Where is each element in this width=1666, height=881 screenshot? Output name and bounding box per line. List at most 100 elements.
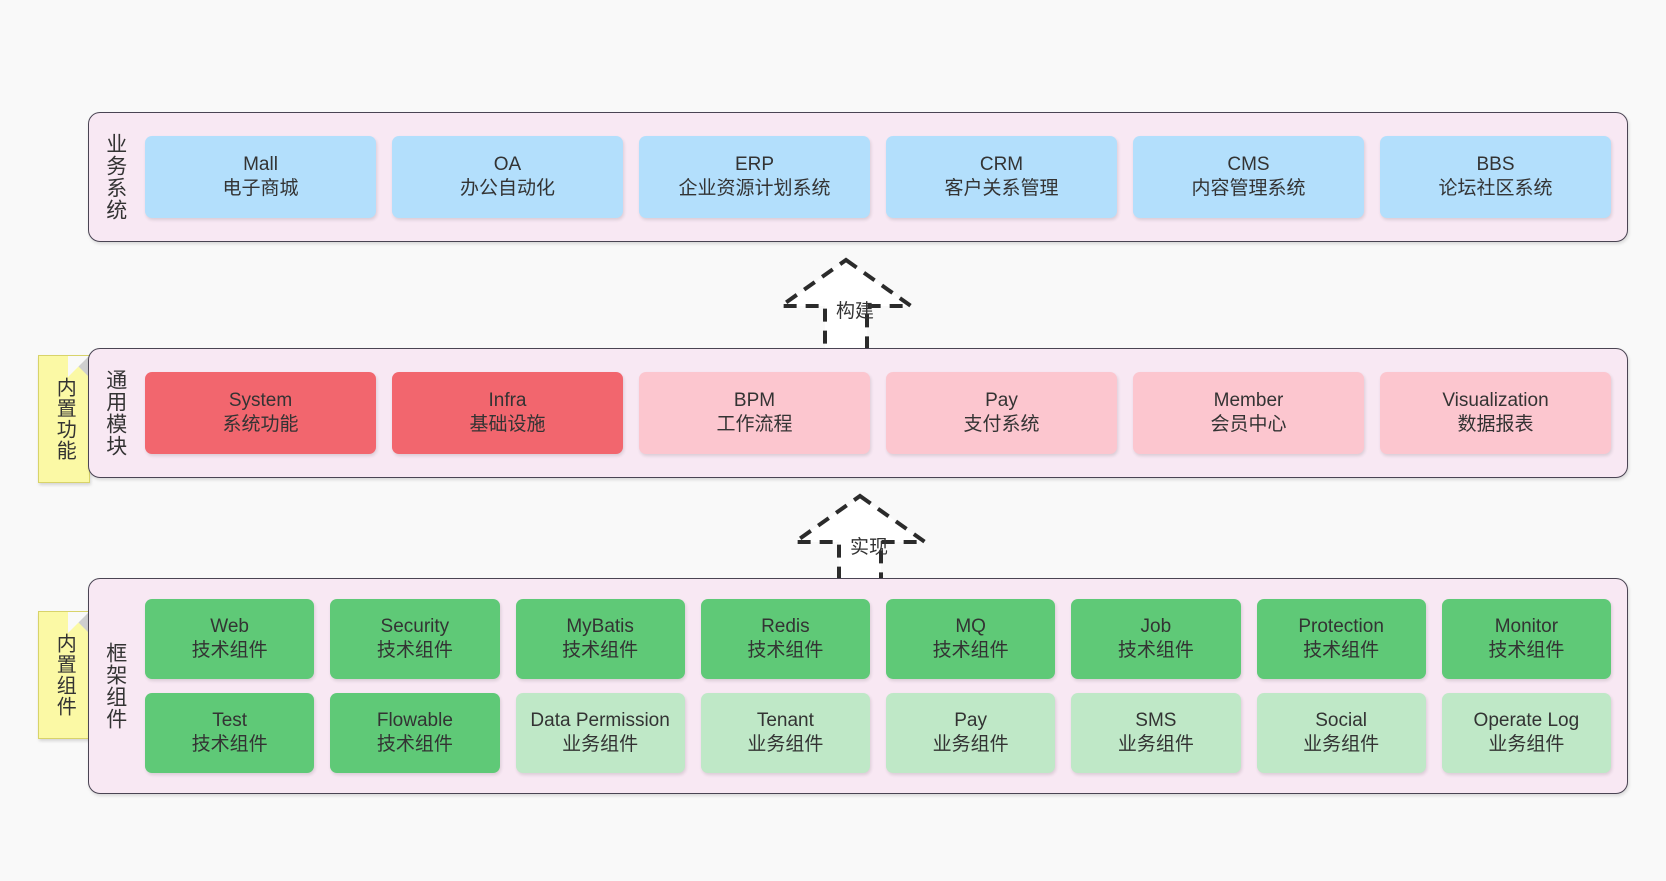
module-card-subtitle: 内容管理系统	[1191, 178, 1306, 199]
module-card-title: Pay	[954, 710, 987, 732]
module-card-title: ERP	[734, 154, 775, 176]
module-card-title: BPM	[733, 390, 776, 412]
module-card-job[interactable]: Job 技术组件	[1071, 599, 1241, 679]
module-card-title: Infra	[488, 390, 527, 412]
connector-build-label: 构建	[835, 301, 875, 322]
module-card-title: SMS	[1135, 710, 1177, 732]
module-card-pay[interactable]: Pay 支付系统	[886, 372, 1117, 454]
module-card-bpm[interactable]: BPM 工作流程	[639, 372, 870, 454]
connector-build: 构建	[766, 256, 926, 354]
module-card-pay-component[interactable]: Pay 业务组件	[886, 693, 1056, 773]
module-card-security[interactable]: Security 技术组件	[330, 599, 500, 679]
business-row: Mall 电子商城 OA 办公自动化 ERP 企业资源计划系统 CRM 客户关系…	[145, 136, 1611, 218]
module-card-title: Operate Log	[1473, 710, 1580, 732]
module-card-subtitle: 技术组件	[1117, 640, 1194, 661]
connector-implement-label: 实现	[849, 537, 889, 558]
module-card-title: Tenant	[756, 710, 814, 732]
layer-business-system-title: 业务系统	[103, 133, 127, 221]
module-card-subtitle: 业务组件	[562, 734, 639, 755]
module-card-subtitle: 支付系统	[963, 414, 1040, 435]
module-card-web[interactable]: Web 技术组件	[145, 599, 315, 679]
module-card-title: Protection	[1298, 616, 1384, 638]
layer-common-module: 通用模块 System 系统功能 Infra 基础设施 BPM 工作流程 Pay…	[88, 348, 1628, 478]
module-card-subtitle: 基础设施	[469, 414, 546, 435]
module-card-flowable[interactable]: Flowable 技术组件	[330, 693, 500, 773]
module-card-subtitle: 技术组件	[747, 640, 824, 661]
module-card-subtitle: 技术组件	[562, 640, 639, 661]
module-card-subtitle: 会员中心	[1210, 414, 1287, 435]
module-card-oa[interactable]: OA 办公自动化	[392, 136, 623, 218]
module-card-mall[interactable]: Mall 电子商城	[145, 136, 376, 218]
module-card-title: Security	[380, 616, 450, 638]
module-card-subtitle: 业务组件	[1488, 734, 1565, 755]
layer-common-module-title: 通用模块	[103, 369, 127, 457]
layer-framework-components-title: 框架组件	[103, 642, 127, 730]
module-card-cms[interactable]: CMS 内容管理系统	[1133, 136, 1364, 218]
module-card-subtitle: 技术组件	[932, 640, 1009, 661]
sticky-note-label: 内置功能	[53, 377, 76, 461]
module-card-title: CMS	[1227, 154, 1270, 176]
module-card-title: CRM	[979, 154, 1024, 176]
module-card-subtitle: 技术组件	[1488, 640, 1565, 661]
module-card-subtitle: 数据报表	[1457, 414, 1534, 435]
module-card-member[interactable]: Member 会员中心	[1133, 372, 1364, 454]
connector-implement: 实现	[780, 492, 940, 590]
module-card-subtitle: 系统功能	[222, 414, 299, 435]
module-card-tenant[interactable]: Tenant 业务组件	[700, 693, 870, 773]
module-card-subtitle: 业务组件	[1117, 734, 1194, 755]
module-card-title: Pay	[985, 390, 1018, 412]
module-card-mq[interactable]: MQ 技术组件	[886, 599, 1056, 679]
module-card-subtitle: 业务组件	[747, 734, 824, 755]
module-card-subtitle: 技术组件	[191, 640, 268, 661]
module-card-system[interactable]: System 系统功能	[145, 372, 376, 454]
layer-common-module-body: System 系统功能 Infra 基础设施 BPM 工作流程 Pay 支付系统…	[141, 349, 1627, 477]
module-card-visualization[interactable]: Visualization 数据报表	[1380, 372, 1611, 454]
sticky-fold-cover-icon	[68, 356, 89, 377]
module-card-subtitle: 业务组件	[932, 734, 1009, 755]
framework-business-row: Test 技术组件 Flowable 技术组件 Data Permission …	[145, 693, 1611, 773]
module-card-title: OA	[493, 154, 522, 176]
module-card-monitor[interactable]: Monitor 技术组件	[1441, 599, 1611, 679]
common-module-row: System 系统功能 Infra 基础设施 BPM 工作流程 Pay 支付系统…	[145, 372, 1611, 454]
module-card-data-permission[interactable]: Data Permission 业务组件	[515, 693, 685, 773]
module-card-erp[interactable]: ERP 企业资源计划系统	[639, 136, 870, 218]
module-card-sms[interactable]: SMS 业务组件	[1071, 693, 1241, 773]
module-card-redis[interactable]: Redis 技术组件	[700, 599, 870, 679]
module-card-subtitle: 客户关系管理	[944, 178, 1059, 199]
sticky-note-builtin-features: 内置功能	[38, 355, 90, 483]
module-card-test[interactable]: Test 技术组件	[145, 693, 315, 773]
module-card-subtitle: 技术组件	[376, 640, 453, 661]
module-card-title: Test	[212, 710, 248, 732]
module-card-title: Flowable	[376, 710, 453, 732]
module-card-subtitle: 工作流程	[716, 414, 793, 435]
module-card-subtitle: 电子商城	[222, 178, 299, 199]
module-card-crm[interactable]: CRM 客户关系管理	[886, 136, 1117, 218]
sticky-note-label: 内置组件	[53, 633, 76, 717]
module-card-subtitle: 技术组件	[1303, 640, 1380, 661]
layer-framework-components: 框架组件 Web 技术组件 Security 技术组件 MyBatis 技术组件…	[88, 578, 1628, 794]
module-card-title: System	[228, 390, 293, 412]
module-card-title: MyBatis	[566, 616, 634, 638]
module-card-bbs[interactable]: BBS 论坛社区系统	[1380, 136, 1611, 218]
module-card-mybatis[interactable]: MyBatis 技术组件	[515, 599, 685, 679]
connector-implement-arrow-icon	[788, 493, 932, 590]
module-card-title: Data Permission	[530, 710, 670, 732]
module-card-title: Web	[210, 616, 249, 638]
layer-business-system-body: Mall 电子商城 OA 办公自动化 ERP 企业资源计划系统 CRM 客户关系…	[141, 113, 1627, 241]
layer-business-system: 业务系统 Mall 电子商城 OA 办公自动化 ERP 企业资源计划系统 CRM…	[88, 112, 1628, 242]
module-card-title: Social	[1315, 710, 1367, 732]
module-card-subtitle: 论坛社区系统	[1438, 178, 1553, 199]
module-card-title: MQ	[955, 616, 986, 638]
module-card-title: Member	[1213, 390, 1284, 412]
module-card-operate-log[interactable]: Operate Log 业务组件	[1441, 693, 1611, 773]
module-card-social[interactable]: Social 业务组件	[1256, 693, 1426, 773]
module-card-protection[interactable]: Protection 技术组件	[1256, 599, 1426, 679]
module-card-subtitle: 技术组件	[376, 734, 453, 755]
module-card-subtitle: 企业资源计划系统	[678, 178, 831, 199]
module-card-title: Monitor	[1494, 616, 1559, 638]
module-card-subtitle: 技术组件	[191, 734, 268, 755]
module-card-title: Redis	[761, 616, 810, 638]
framework-tech-row: Web 技术组件 Security 技术组件 MyBatis 技术组件 Redi…	[145, 599, 1611, 679]
module-card-infra[interactable]: Infra 基础设施	[392, 372, 623, 454]
